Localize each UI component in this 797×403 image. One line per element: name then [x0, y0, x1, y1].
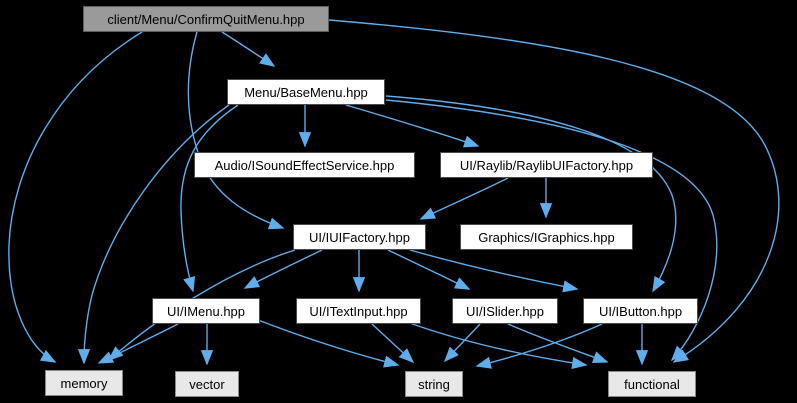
edge-itextinput-string	[371, 323, 415, 364]
edge-iuifactory-islider	[387, 249, 471, 290]
edge-basemenu-imenu	[180, 104, 239, 293]
edge-basemenu-raylibuifactory	[345, 104, 480, 148]
edge-imenu-string	[257, 319, 400, 368]
edge-raylibuifactory-iuifactory	[419, 177, 509, 220]
edge-islider-functional	[507, 323, 609, 363]
edge-imenu-memory	[97, 323, 179, 364]
edge-itextinput-functional	[406, 321, 588, 370]
node-raylibuifactory[interactable]: UI/Raylib/RaylibUIFactory.hpp	[440, 152, 653, 178]
edge-iuifactory-imenu	[243, 249, 323, 289]
node-imenu[interactable]: UI/IMenu.hpp	[152, 298, 260, 324]
edge-basemenu-memory	[77, 104, 230, 365]
edge-iuifactory-ibutton	[409, 249, 579, 293]
node-igraphics[interactable]: Graphics/IGraphics.hpp	[460, 224, 633, 250]
edge-confirmquitmenu-basemenu	[221, 31, 276, 67]
node-itextinput[interactable]: UI/ITextInput.hpp	[296, 298, 421, 324]
node-vector: vector	[175, 371, 239, 397]
node-memory: memory	[45, 370, 123, 396]
node-ibutton[interactable]: UI/IButton.hpp	[583, 298, 698, 324]
edge-confirmquitmenu-iuifactory	[187, 31, 285, 230]
node-confirmquitmenu: client/Menu/ConfirmQuitMenu.hpp	[83, 6, 329, 32]
edge-ibutton-string	[475, 323, 603, 369]
edge-basemenu-ibutton	[385, 95, 677, 293]
node-iuifactory[interactable]: UI/IUIFactory.hpp	[293, 224, 426, 250]
edge-confirmquitmenu-memory	[8, 31, 143, 363]
node-isoundeffectservice[interactable]: Audio/ISoundEffectService.hpp	[194, 152, 415, 178]
node-string: string	[405, 371, 463, 397]
edge-basemenu-functional	[385, 99, 718, 362]
node-basemenu[interactable]: Menu/BaseMenu.hpp	[227, 79, 385, 105]
node-islider[interactable]: UI/ISlider.hpp	[452, 298, 558, 324]
edge-confirmquitmenu-functional	[328, 19, 780, 363]
node-functional: functional	[608, 371, 696, 397]
edge-islider-string	[443, 323, 481, 363]
